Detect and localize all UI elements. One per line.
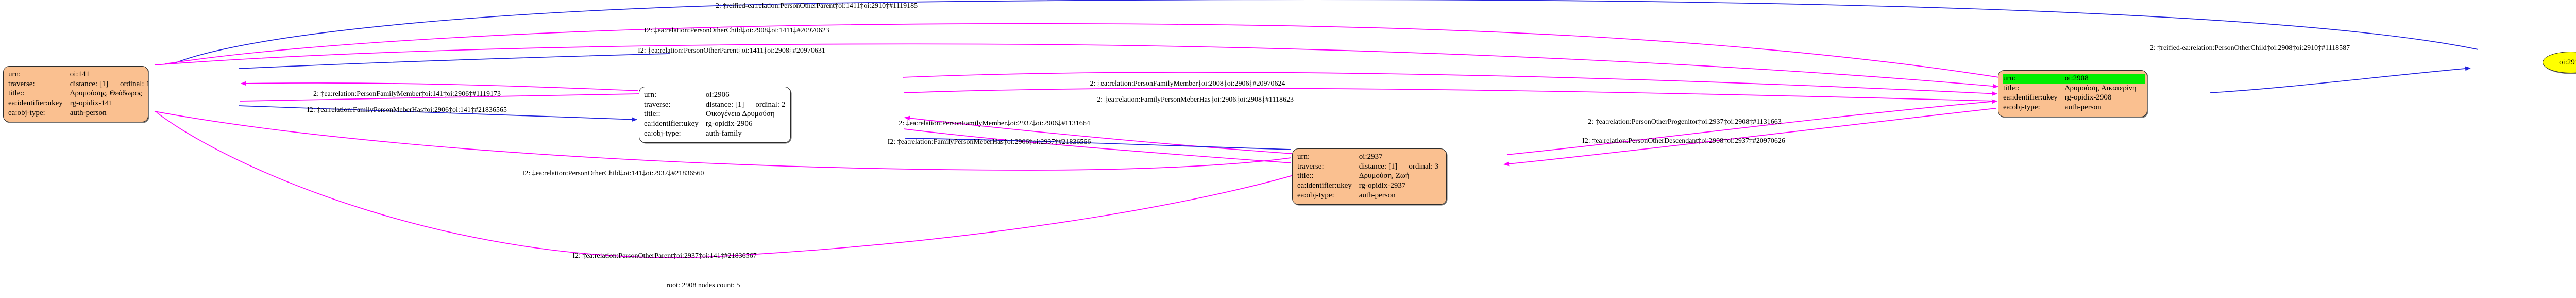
- edge-label-otherparent-2937-141: I2: ‡ea:relation:PersonOtherParent‡oi:29…: [572, 252, 757, 260]
- table-row: ea:identifier:ukey rg-opidix-2906: [644, 120, 785, 129]
- edge-2937-to-2908-magenta: [1506, 99, 1997, 155]
- edge-label-familypersonmeber-2906-2937: I2: ‡ea:relation:FamilyPersonMeberHas‡oi…: [887, 138, 1091, 146]
- row-key: ea:identifier:ukey: [644, 120, 699, 128]
- edge-label-reified-otherchild-2908-2910: 2: ‡reified-ea:relation:PersonOtherChild…: [2149, 44, 2350, 52]
- edge-2910-to-141-blue: [175, 0, 2479, 63]
- row-key: title::: [2003, 84, 2020, 92]
- row-key: ea:obj-type:: [644, 129, 681, 138]
- edge-label-familypersonmeber-2906-2908: 2: ‡ea:relation:FamilyPersonMeberHas‡oi:…: [1097, 96, 1294, 104]
- row-key: traverse:: [644, 100, 671, 109]
- row-value: rg-opidix-2908: [2064, 93, 2112, 102]
- edge-2908-to-2910-blue: [2210, 66, 2471, 93]
- row-value: oi:2937: [1359, 153, 1383, 161]
- row-key: urn:: [644, 91, 657, 99]
- row-value: rg-opidix-2937: [1359, 181, 1406, 190]
- table-row: ea:identifier:ukey rg-opidix-141: [8, 99, 150, 109]
- row-key: title::: [644, 110, 660, 119]
- node-oi-2906-table: urn: oi:2906 traverse: distance: [1] ord…: [644, 91, 785, 139]
- row-value: oi:2908: [2064, 74, 2145, 84]
- row-key: title::: [1297, 172, 1314, 180]
- node-oi-2910-label: oi:2910: [2559, 58, 2576, 67]
- row-value-2: ordinal: 3: [1409, 162, 1439, 171]
- table-row: traverse: distance: [1] ordinal: 1: [8, 80, 150, 90]
- table-row-highlighted: urn: oi:2908: [2003, 74, 2145, 84]
- row-value: distance: [1]: [70, 79, 109, 88]
- table-row: ea:obj-type: auth-person: [8, 109, 150, 119]
- edge-141-to-2908-magenta: [154, 43, 1998, 89]
- row-key: traverse:: [1297, 162, 1324, 171]
- row-key: ea:obj-type:: [8, 108, 45, 117]
- node-oi-2937-table: urn: oi:2937 traverse: distance: [1] ord…: [1297, 153, 1438, 201]
- table-row: title:: Δρυμούση, Αικατερίνη: [2003, 84, 2145, 94]
- row-value-2: [755, 91, 785, 101]
- edge-label-otherchild-141-2937: I2: ‡ea:relation:PersonOtherChild‡oi:141…: [522, 170, 704, 177]
- table-row: title:: Δρυμούση, Ζωή: [1297, 172, 1438, 181]
- edge-label-familymember-2008-2906: 2: ‡ea:relation:PersonFamilyMember‡oi:20…: [1090, 80, 1285, 88]
- row-key: ea:identifier:ukey: [8, 99, 63, 108]
- edge-2908-to-2937-magenta: [1503, 108, 1996, 167]
- row-value-2: [1409, 153, 1438, 162]
- row-value: distance: [1]: [705, 100, 744, 109]
- edge-label-familymember-2937-2906: 2: ‡ea:relation:PersonFamilyMember‡oi:29…: [899, 120, 1090, 127]
- edge-2906-to-2908-magenta: [902, 72, 1997, 96]
- table-row: urn: oi:2906: [644, 91, 785, 101]
- row-key: urn:: [2003, 74, 2065, 84]
- row-key: urn:: [1297, 153, 1310, 161]
- row-value: auth-person: [2064, 103, 2102, 112]
- edge-2906-to-141-magenta: [241, 81, 638, 91]
- row-key: urn:: [8, 70, 21, 78]
- row-value: rg-opidix-141: [70, 99, 113, 108]
- row-value: auth-family: [705, 129, 742, 138]
- table-row: ea:identifier:ukey rg-opidix-2908: [2003, 93, 2145, 103]
- row-value-2: ordinal: 1: [120, 79, 150, 88]
- table-row: traverse: distance: [1] ordinal: 3: [1297, 162, 1438, 172]
- row-key: ea:obj-type:: [1297, 191, 1334, 200]
- edge-2906-top-blue-in: [238, 53, 670, 69]
- row-value: oi:141: [70, 70, 90, 78]
- table-row: ea:obj-type: auth-family: [644, 129, 785, 139]
- row-value: Δρυμούση, Αικατερίνη: [2064, 84, 2137, 92]
- row-value: Οικογένεια Δρυμούση: [705, 110, 775, 119]
- graph-caption: root: 2908 nodes count: 5: [666, 282, 740, 289]
- edge-label-familymember-141-2906: 2: ‡ea:relation:PersonFamilyMember‡oi:14…: [313, 90, 501, 98]
- edge-label-progenitor-2937-2908: 2: ‡ea:relation:PersonOtherProgenitor‡oi…: [1588, 118, 1782, 126]
- node-oi-2908-table: urn: oi:2908 title:: Δρυμούση, Αικατερίν…: [2003, 74, 2145, 113]
- row-value-2: [120, 70, 150, 80]
- table-row: urn: oi:141: [8, 70, 150, 80]
- table-row: ea:identifier:ukey rg-opidix-2937: [1297, 181, 1438, 191]
- edge-label-otherchild-2908-1411: I2: ‡ea:relation:PersonOtherChild‡oi:290…: [644, 27, 829, 35]
- row-value: distance: [1]: [1359, 162, 1398, 171]
- table-row: urn: oi:2937: [1297, 153, 1438, 162]
- row-value: auth-person: [70, 108, 107, 117]
- row-value-2: ordinal: 2: [755, 100, 786, 109]
- row-key: title::: [8, 89, 25, 98]
- edge-label-otherparent-1411-2908: I2: ‡ea:relation:PersonOtherParent‡oi:14…: [638, 47, 825, 55]
- edge-label-reified-parent-2910: 2: ‡reified-ea:relation:PersonOtherParen…: [715, 2, 918, 10]
- row-key: ea:identifier:ukey: [2003, 93, 2058, 102]
- table-row: title:: Δρυμούσης, Θεόδωρος: [8, 89, 150, 99]
- edge-2908-to-2906-magenta: [903, 88, 1996, 102]
- node-oi-141-table: urn: oi:141 traverse: distance: [1] ordi…: [8, 70, 150, 118]
- table-row: ea:obj-type: auth-person: [1297, 191, 1438, 201]
- node-oi-141[interactable]: urn: oi:141 traverse: distance: [1] ordi…: [3, 66, 150, 123]
- node-oi-2910[interactable]: oi:2910: [2543, 52, 2576, 73]
- table-row: ea:obj-type: auth-person: [2003, 103, 2145, 113]
- node-oi-2937[interactable]: urn: oi:2937 traverse: distance: [1] ord…: [1292, 148, 1447, 205]
- row-value: auth-person: [1359, 191, 1396, 200]
- table-row: title:: Οικογένεια Δρυμούση: [644, 110, 785, 120]
- row-value: Δρυμούση, Ζωή: [1359, 172, 1410, 180]
- node-oi-2906[interactable]: urn: oi:2906 traverse: distance: [1] ord…: [639, 87, 791, 143]
- edge-label-familypersonmeber-2906-141: I2: ‡ea:relation:FamilyPersonMeberHas‡oi…: [307, 106, 507, 114]
- row-key: traverse:: [8, 79, 35, 88]
- node-oi-2908[interactable]: urn: oi:2908 title:: Δρυμούση, Αικατερίν…: [1998, 70, 2147, 117]
- row-key: ea:obj-type:: [2003, 103, 2040, 112]
- row-key: ea:identifier:ukey: [1297, 181, 1352, 190]
- row-value: Δρυμούσης, Θεόδωρος: [70, 89, 142, 98]
- edge-2908-to-141-magenta: [164, 23, 1999, 78]
- table-row: traverse: distance: [1] ordinal: 2: [644, 101, 785, 110]
- edge-label-descendant-2908-2937: I2: ‡ea:relation:PersonOtherDescendant‡o…: [1582, 137, 1785, 145]
- row-value: rg-opidix-2906: [705, 120, 753, 128]
- row-value: oi:2906: [705, 91, 730, 99]
